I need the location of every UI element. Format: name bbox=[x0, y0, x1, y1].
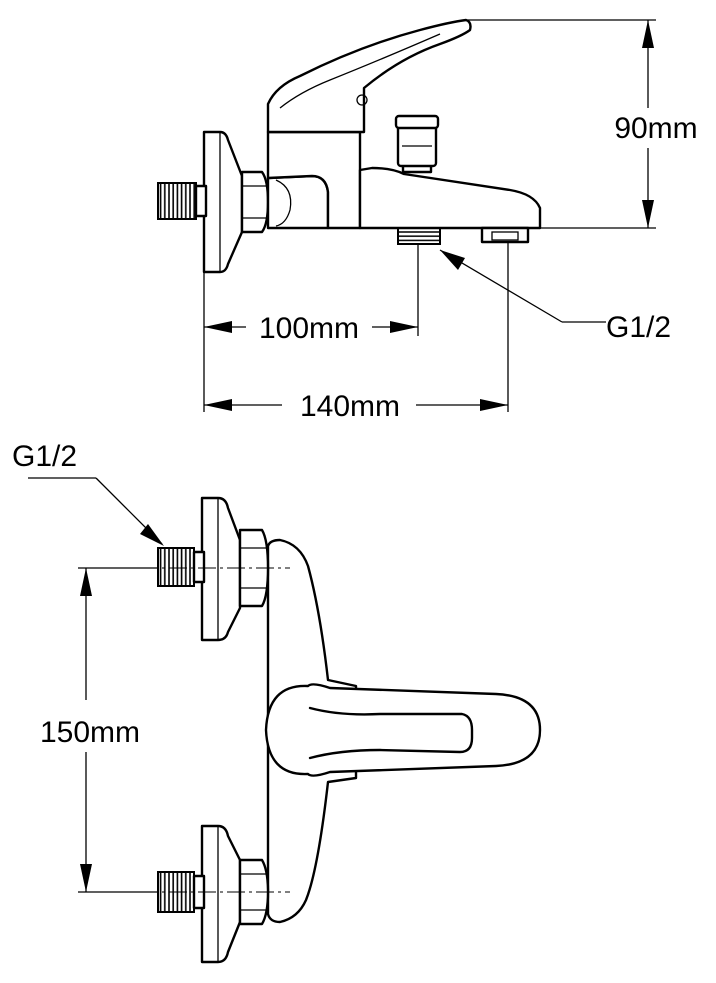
outlet-thread-callout: G1/2 bbox=[439, 249, 671, 344]
dimension-140mm: 140mm bbox=[204, 242, 509, 423]
dimension-90mm: 90mm bbox=[466, 19, 698, 229]
outlet-offset-label: 100mm bbox=[259, 312, 359, 345]
side-outlet-thread bbox=[397, 227, 441, 245]
dimension-100mm: 100mm bbox=[203, 244, 419, 412]
side-inlet-thread bbox=[157, 182, 197, 220]
side-lever-handle bbox=[266, 18, 472, 134]
inlet-spacing-label: 150mm bbox=[40, 716, 140, 749]
outlet-thread-label: G1/2 bbox=[606, 311, 671, 344]
faucet-side-view bbox=[157, 18, 542, 274]
upper-inlet-thread bbox=[157, 547, 195, 587]
diverter-knob bbox=[394, 114, 440, 174]
inlet-thread-callout: G1/2 bbox=[12, 440, 164, 546]
side-hex-nut bbox=[240, 170, 270, 234]
side-body-neck bbox=[266, 174, 330, 230]
side-spout bbox=[358, 166, 542, 230]
side-valve-body bbox=[266, 130, 362, 230]
height-dimension-label: 90mm bbox=[614, 112, 697, 145]
faucet-front-view bbox=[140, 496, 542, 964]
dimension-150mm: 150mm bbox=[40, 567, 158, 893]
side-wall-flange bbox=[202, 130, 244, 274]
front-upper-connector bbox=[157, 496, 270, 642]
front-lower-connector bbox=[157, 824, 270, 964]
inlet-thread-label: G1/2 bbox=[12, 440, 77, 473]
front-lever-handle bbox=[264, 683, 542, 777]
spout-length-label: 140mm bbox=[300, 390, 400, 423]
